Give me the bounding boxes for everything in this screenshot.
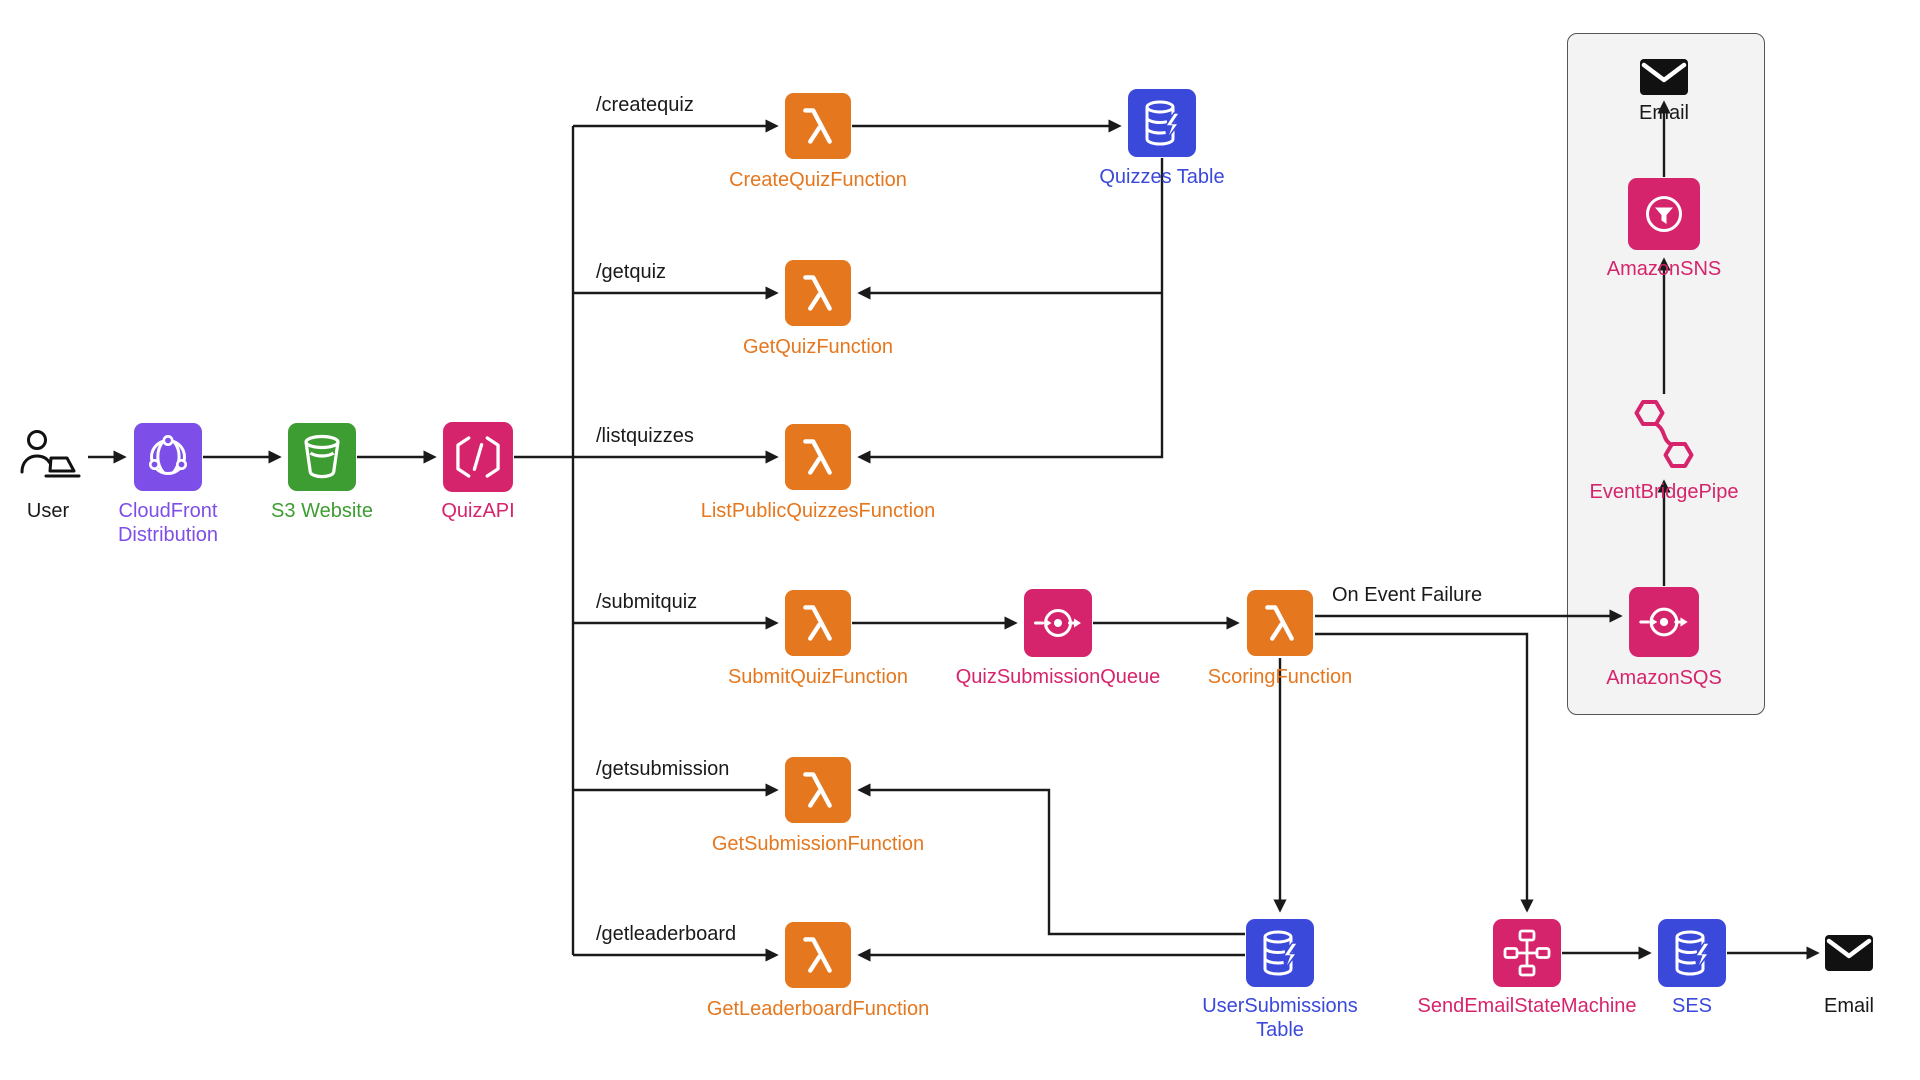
amazon-sns-icon	[1627, 177, 1701, 251]
ses-icon	[1657, 918, 1727, 988]
route-label-listquizzes: /listquizzes	[596, 425, 694, 447]
route-label-getquiz: /getquiz	[596, 261, 667, 283]
cloudfront-icon	[133, 422, 203, 492]
email-top-label: Email	[1638, 102, 1690, 124]
user-icon	[13, 427, 83, 487]
submitquiz-function-label: SubmitQuizFunction	[727, 666, 909, 688]
getleaderboard-function-label: GetLeaderboardFunction	[706, 998, 930, 1020]
amazon-sqs-icon	[1628, 586, 1700, 658]
lambda-scoring-icon	[1246, 589, 1314, 657]
email-bottom-icon	[1825, 935, 1873, 971]
on-event-failure-label: On Event Failure	[1332, 584, 1483, 606]
getsubmission-function-label: GetSubmissionFunction	[711, 833, 925, 855]
email-bottom-label: Email	[1823, 995, 1875, 1017]
user-label: User	[26, 500, 70, 522]
user-submissions-table-label: UserSubmissions Table	[1202, 995, 1358, 1042]
lambda-submitquiz-icon	[784, 589, 852, 657]
eventbridge-pipe-label: EventBridgePipe	[1589, 481, 1739, 503]
user-submissions-table-icon	[1245, 918, 1315, 988]
quizzes-table-icon	[1127, 88, 1197, 158]
ses-label: SES	[1671, 995, 1713, 1017]
s3-bucket-icon	[287, 422, 357, 492]
quizzes-table-label: Quizzes Table	[1099, 166, 1225, 188]
lambda-listquizzes-icon	[784, 423, 852, 491]
route-label-getleaderboard: /getleaderboard	[596, 923, 737, 945]
getquiz-function-label: GetQuizFunction	[742, 336, 894, 358]
lambda-getsubmission-icon	[784, 756, 852, 824]
quizapi-label: QuizAPI	[441, 500, 515, 522]
amazon-sqs-label: AmazonSQS	[1606, 667, 1722, 689]
listquizzes-function-label: ListPublicQuizzesFunction	[700, 500, 936, 522]
api-gateway-icon	[442, 421, 514, 493]
quiz-submission-queue-icon	[1023, 588, 1093, 658]
send-email-state-machine-label: SendEmailStateMachine	[1417, 995, 1637, 1017]
s3-label: S3 Website	[271, 500, 373, 522]
scoring-function-label: ScoringFunction	[1207, 666, 1353, 688]
lambda-getquiz-icon	[784, 259, 852, 327]
route-label-getsubmission: /getsubmission	[596, 758, 730, 780]
lambda-createquiz-icon	[784, 92, 852, 160]
route-label-createquiz: /createquiz	[596, 94, 694, 116]
amazon-sns-label: AmazonSNS	[1606, 258, 1722, 280]
eventbridge-pipe-icon	[1624, 394, 1704, 474]
lambda-getleaderboard-icon	[784, 921, 852, 989]
send-email-state-machine-icon	[1492, 918, 1562, 988]
createquiz-function-label: CreateQuizFunction	[729, 169, 907, 191]
route-label-submitquiz: /submitquiz	[596, 591, 698, 613]
quiz-submission-queue-label: QuizSubmissionQueue	[955, 666, 1161, 688]
email-top-icon	[1640, 59, 1688, 95]
cloudfront-label: CloudFront Distribution	[117, 500, 219, 547]
